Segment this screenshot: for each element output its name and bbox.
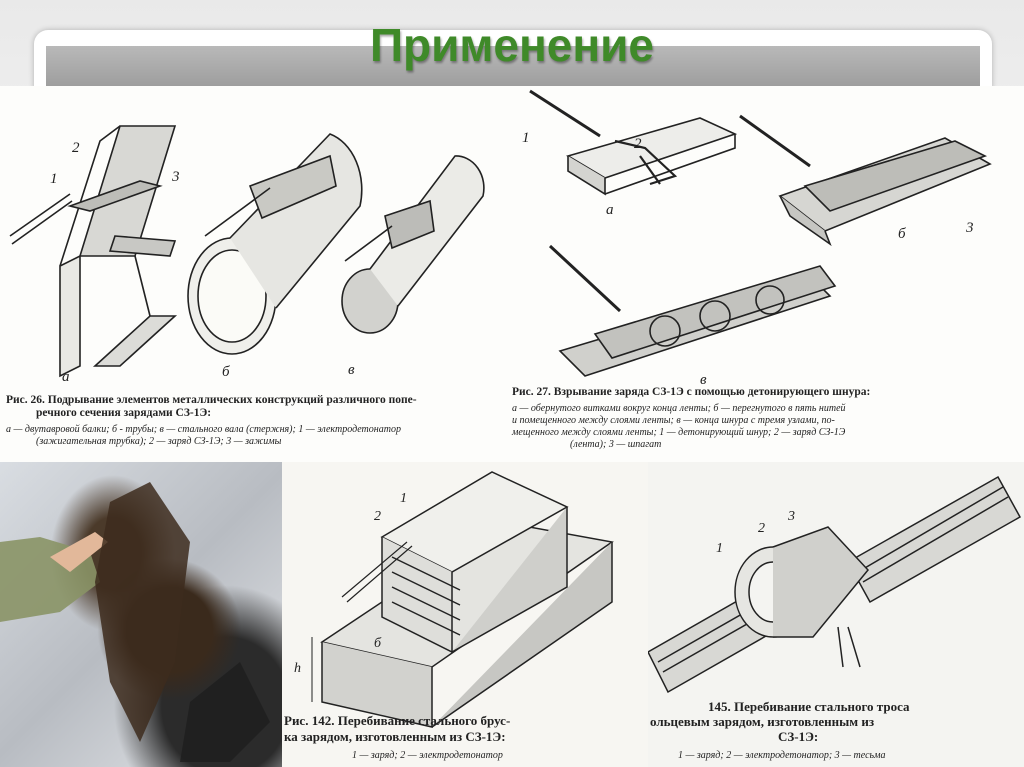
fig26-caption-main: Рис. 26. Подрывание элементов металличес… (6, 394, 417, 406)
fig142-caption-main: Рис. 142. Перебивание стального брус- (284, 713, 511, 728)
fig26-label-a: а (62, 369, 70, 385)
fig142-dim-b: б (374, 636, 382, 651)
title-bar (46, 46, 980, 86)
fig142-panel: 1 2 б h Рис. 142. Перебивание стального … (282, 462, 648, 767)
tape-wrapped-cord-drawing (529, 89, 738, 196)
fig142-caption-main2: ка зарядом, изготовленным из СЗ-1Э: (284, 729, 506, 744)
fig145-caption-sub: 1 — заряд; 2 — электродетонатор; 3 — тес… (678, 750, 886, 761)
top-illustrations-svg: а б в 1 2 3 а б в 1 2 3 (9, 89, 992, 388)
fig26-num2: 2 (72, 140, 80, 156)
fig26-caption-main2: речного сечения зарядами СЗ-1Э: (36, 407, 212, 419)
fig27-label-a: а (606, 202, 614, 218)
fig26-num1: 1 (50, 171, 58, 187)
top-illustration-panel: а б в 1 2 3 а б в 1 2 3 Рис. 26. Подрыва… (0, 86, 1024, 462)
fig142-num2: 2 (374, 509, 381, 524)
fig26-caption-sub1: а — двутавровой балки; б - трубы; в — ст… (6, 424, 401, 435)
fig145-caption-main3: СЗ-1Э: (778, 729, 819, 744)
fig145-num3: 3 (787, 509, 795, 524)
fig27-num3: 3 (965, 220, 974, 236)
fig145-panel: 1 2 3 145. Перебивание стального троса о… (648, 462, 1024, 767)
tape-knotted-cord-drawing (548, 244, 837, 377)
slide-title: Применение (369, 19, 655, 71)
fig145-num2: 2 (758, 521, 765, 536)
fig142-svg: 1 2 б h (294, 471, 614, 728)
fig145-num1: 1 (716, 541, 723, 556)
fig142-caption-sub: 1 — заряд; 2 — электродетонатор (352, 750, 503, 761)
fig27-label-v: в (700, 372, 707, 388)
rod-drawing (341, 155, 485, 334)
fig27-label-b: б (898, 226, 906, 242)
fig27-num2: 2 (634, 136, 642, 152)
fig142-dim-h: h (294, 661, 301, 676)
fig26-label-v: в (348, 362, 355, 378)
blast-damage-photo (0, 462, 282, 767)
fig27-caption-sub3: мещенного между слоями ленты; 1 — детони… (512, 427, 846, 438)
fig26-num3: 3 (171, 169, 180, 185)
fig145-svg: 1 2 3 (648, 475, 1022, 694)
fig142-num1: 1 (400, 491, 407, 506)
fig27-caption-sub4: (лента); 3 — шпагат (570, 439, 662, 450)
fig27-caption-sub2: и помещенного между слоями ленты; в — ко… (512, 415, 835, 426)
fig27-num1: 1 (522, 130, 530, 146)
pipe-drawing (187, 133, 363, 355)
fig145-caption-main2: ольцевым зарядом, изготовленным из (650, 714, 875, 729)
fig26-label-b: б (222, 364, 230, 380)
fig26-caption-sub2: (зажигательная трубка); 2 — заряд СЗ-1Э;… (36, 436, 282, 447)
photo-svg (0, 482, 270, 762)
i-beam-drawing (9, 125, 178, 378)
fig27-caption-main: Рис. 27. Взрывание заряда СЗ-1Э с помощь… (512, 386, 871, 398)
fig145-caption-main: 145. Перебивание стального троса (708, 699, 910, 714)
fig27-caption-sub1: а — обернутого витками вокруг конца лент… (512, 403, 846, 414)
tape-folded-cord-drawing (739, 114, 992, 247)
